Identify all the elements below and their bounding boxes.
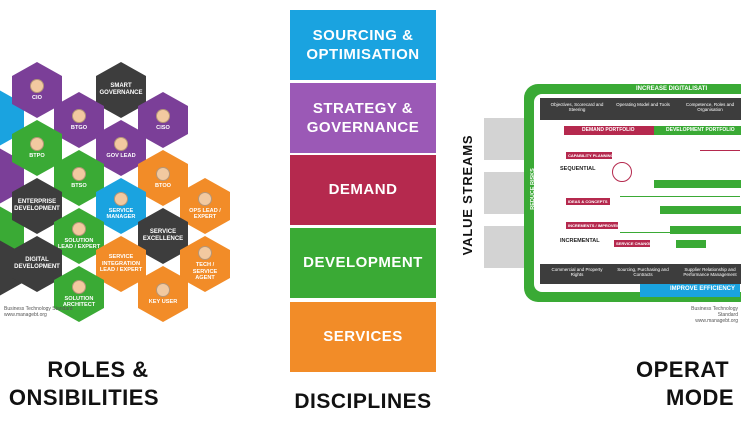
increase-digitalisation: INCREASE DIGITALISATI [636,86,708,92]
top-row [540,98,741,120]
top-item-3: Competence, Roles and Organisation [685,102,735,112]
avatar [72,279,86,294]
discipline-demand: DEMAND [290,155,436,225]
avatar [156,282,170,297]
hex-solution-architect: SOLUTION ARCHITECT [54,266,104,322]
roles-title: ROLES & ONSIBILITIES [8,357,160,410]
incremental-label: INCREMENTAL [560,238,600,244]
stream-block-2 [484,172,524,214]
dev-stream-3 [670,226,741,234]
avatar [72,221,86,236]
improve-efficiency-bar [640,284,740,297]
dev-stream-4 [676,240,706,248]
avatar [114,191,128,206]
stream-block-1 [484,118,524,160]
demand-portfolio-bar [564,126,654,135]
service-changes: SERVICE CHANGES [616,241,655,246]
discipline-services: SERVICES [290,302,436,372]
operating-model-title: OPERAT MODE [636,357,734,410]
capability-planning-bar [566,152,612,159]
demand-portfolio: DEMAND PORTFOLIO [582,127,635,133]
roles-footer: Business Technology Standard www.manageb… [4,306,73,318]
avatar [156,108,170,123]
avatar [198,246,212,261]
dev-stream-2 [660,206,741,214]
model-inner [534,94,741,292]
bottom-item-3: Supplier Relationship and Performance Ma… [683,267,737,277]
discipline-development: DEVELOPMENT [290,228,436,298]
disciplines-title: DISCIPLINES [294,390,432,413]
bottom-item-2: Sourcing, Purchasing and Contracts [617,267,669,277]
development-portfolio-bar [654,126,741,135]
avatar [30,136,44,151]
capability-planning: CAPABILITY PLANNING [568,153,614,158]
flow-line-2 [620,196,740,197]
bottom-item-1: Commercial and Property Rights [551,267,603,277]
sequential-label: SEQUENTIAL [560,166,596,172]
hex-key-user: KEY USER [138,266,188,322]
dev-stream-1 [654,180,741,188]
hex-cio: CIO [12,62,62,118]
model-footer: Business Technology Standard www.manageb… [691,306,738,324]
flow-line-1 [700,150,740,151]
reduce-risks: REDUCE RISKS [530,168,536,210]
value-streams-label: VALUE STREAMS [460,134,475,256]
service-changes-bar [614,240,650,247]
avatar [72,108,86,123]
discipline-strategy-governance: STRATEGY & GOVERNANCE [290,83,436,153]
development-portfolio: DEVELOPMENT PORTFOLIO [666,127,735,133]
demand-hub [612,162,632,182]
avatar [198,191,212,206]
avatar [156,166,170,181]
flow-line-3 [620,232,740,233]
increments-bar [566,222,618,229]
top-item-1: Objectives, Scorecard and Steering [550,102,604,112]
stream-block-3 [484,226,524,268]
avatar [30,78,44,93]
ideas-concepts: IDEAS & CONCEPTS [568,199,608,204]
avatar [72,166,86,181]
avatar [114,136,128,151]
discipline-sourcing-optimisation: SOURCING & OPTIMISATION [290,10,436,80]
bottom-row [540,264,741,284]
improve-efficiency: IMPROVE EFFICIENCY [670,286,736,292]
ideas-concepts-bar [566,198,610,205]
increments: INCREMENTS / IMPROVEMENTS [568,223,631,228]
top-item-2: Operating Model and Tools [616,102,670,107]
